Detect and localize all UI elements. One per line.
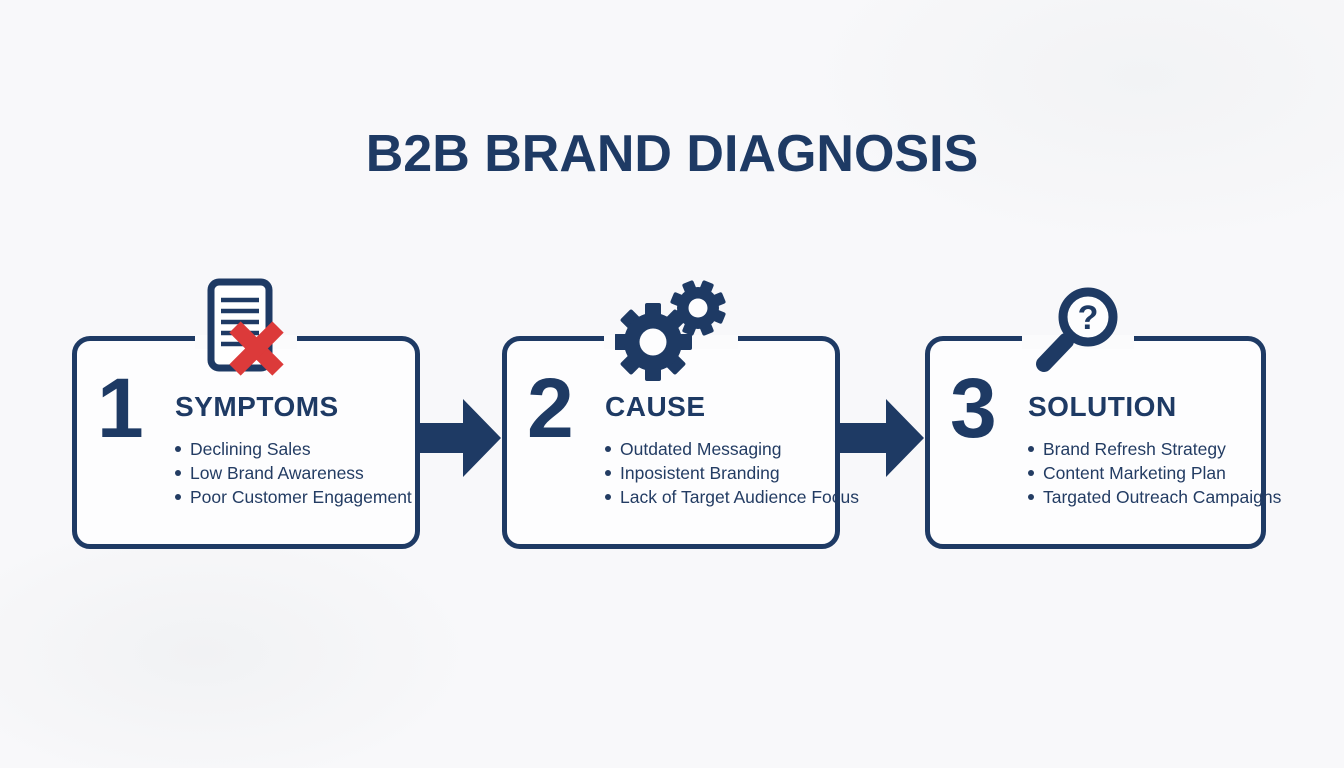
- bullet-icon: [1028, 470, 1034, 476]
- step-heading: SOLUTION: [1028, 391, 1177, 422]
- bullet-list: Outdated Messaging Inposistent Branding …: [605, 437, 859, 509]
- step-box-solution: ? 3 SOLUTION Brand Refresh Strategy Cont…: [925, 287, 1281, 549]
- step-box-cause: 2 CAUSE Outdated Messaging Inposistent B…: [502, 280, 859, 549]
- step-box-symptoms: 1 SYMPTOMS Declining Sales Low Brand Awa…: [72, 278, 420, 549]
- bullet-icon: [605, 494, 611, 500]
- bullet-icon: [175, 446, 181, 452]
- gears-icon: [615, 280, 726, 381]
- arrow-right-icon: [840, 399, 924, 477]
- bullet-icon: [175, 494, 181, 500]
- bullet-list: Declining Sales Low Brand Awareness Poor…: [175, 437, 412, 509]
- arrow-right-icon: [417, 399, 501, 477]
- step-number: 1: [97, 361, 144, 455]
- bullet-icon: [1028, 446, 1034, 452]
- list-item: Low Brand Awareness: [175, 461, 407, 485]
- step-heading: CAUSE: [605, 391, 706, 422]
- bullet-icon: [605, 470, 611, 476]
- list-item: Targated Outreach Campaigns: [1028, 485, 1281, 509]
- list-item: Declining Sales: [175, 437, 407, 461]
- list-item: Content Marketing Plan: [1028, 461, 1253, 485]
- page-title: B2B BRAND DIAGNOSIS: [365, 125, 979, 183]
- list-item: Outdated Messaging: [605, 437, 827, 461]
- list-item: Inposistent Branding: [605, 461, 827, 485]
- step-number: 2: [527, 361, 574, 455]
- magnifier-question-icon: ?: [1035, 287, 1117, 372]
- step-heading: SYMPTOMS: [175, 391, 339, 422]
- document-error-icon: [207, 278, 284, 376]
- bullet-icon: [605, 446, 611, 452]
- bullet-icon: [1028, 494, 1034, 500]
- bullet-icon: [175, 470, 181, 476]
- step-number: 3: [950, 361, 997, 455]
- svg-text:?: ?: [1077, 299, 1098, 337]
- list-item: Lack of Target Audience Focus: [605, 485, 859, 509]
- list-item: Brand Refresh Strategy: [1028, 437, 1253, 461]
- bullet-list: Brand Refresh Strategy Content Marketing…: [1028, 437, 1281, 509]
- list-item: Poor Customer Engagement: [175, 485, 412, 509]
